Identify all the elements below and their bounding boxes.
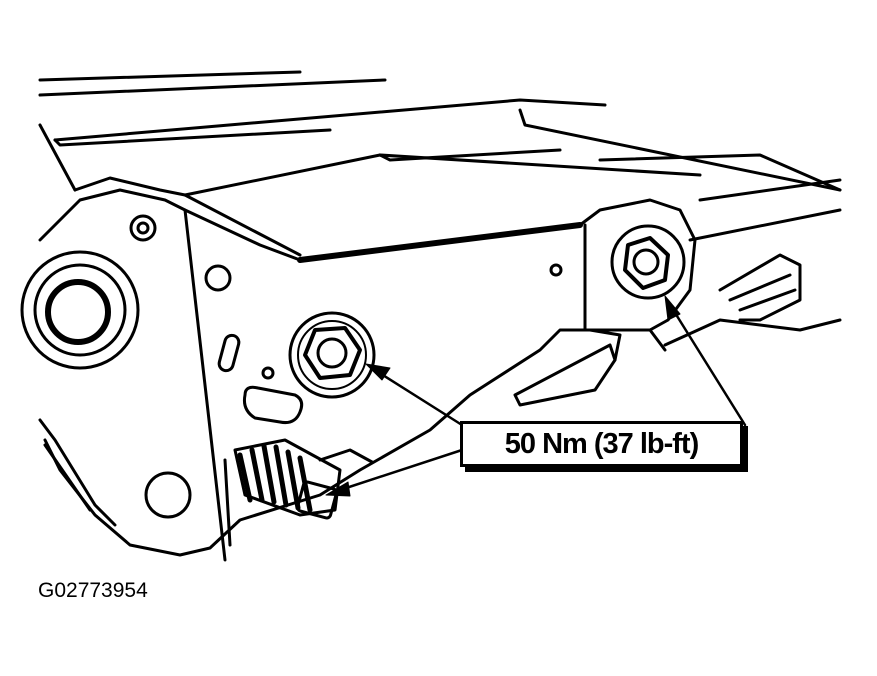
adjuster-spring — [223, 438, 374, 547]
center-bolt — [288, 311, 376, 399]
left-bore — [20, 214, 192, 527]
figure-id-label: G02773954 — [38, 579, 148, 602]
right-bolt — [610, 224, 686, 300]
torque-spec-label: 50 Nm (37 lb-ft) — [504, 427, 699, 460]
side-plate — [38, 188, 697, 562]
torque-callout: 50 Nm (37 lb-ft) — [460, 421, 743, 467]
leader-lines — [325, 295, 747, 497]
plate-holes — [204, 263, 563, 424]
upper-frame-lines — [38, 70, 842, 197]
right-rail — [513, 178, 842, 407]
